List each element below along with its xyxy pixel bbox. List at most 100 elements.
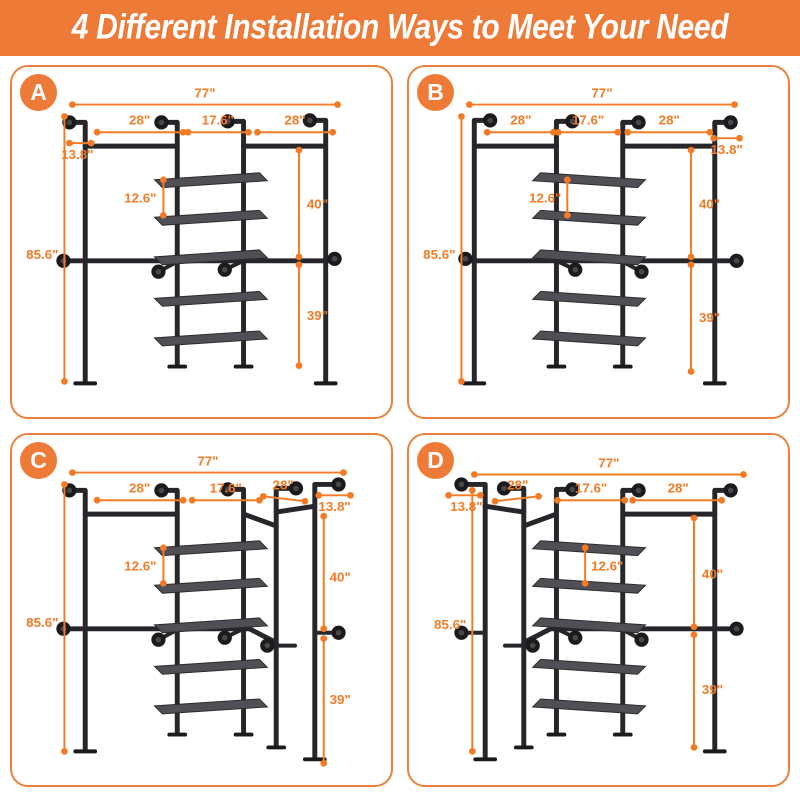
dimension-dot — [184, 128, 192, 136]
dim-upper-height: 40" — [320, 512, 351, 633]
dimension-dot — [315, 491, 323, 499]
dimension-dot — [555, 128, 562, 136]
dim-label-left-section: 28" — [129, 480, 150, 495]
dimension-dot — [259, 492, 267, 500]
dimension-dot — [470, 471, 478, 478]
panels-grid: 77" 28" 17.6" 28" 13.8" 85.6" 12.6" 40" … — [0, 56, 800, 796]
dim-label-rod-drop: 13.8" — [450, 499, 482, 514]
dimension-dot — [320, 635, 328, 643]
dim-total-height: 85.6" — [434, 487, 476, 755]
header-banner: 4 Different Installation Ways to Meet Yo… — [0, 0, 800, 56]
dim-shelf-spacing: 12.6" — [581, 544, 623, 587]
dim-lower-height: 39" — [690, 631, 723, 751]
dimension-dot — [295, 146, 303, 154]
dimension-dot — [301, 497, 309, 505]
pipe-rack-art-mirrored — [458, 113, 743, 383]
dimension-dot — [334, 101, 341, 108]
dimension-dot — [468, 748, 476, 755]
dimension-dot — [160, 544, 167, 552]
dim-label-rod-drop: 13.8" — [318, 499, 350, 514]
dimension-dot — [690, 514, 698, 522]
dim-label-left-section: 28" — [507, 477, 528, 492]
dim-right-section: 28" — [624, 112, 714, 136]
dimension-dot — [483, 128, 491, 136]
panel-a-diagram: 77" 28" 17.6" 28" 13.8" 85.6" 12.6" 40" … — [26, 86, 391, 417]
dim-label-right-section: 28" — [668, 480, 689, 495]
dim-shelf-spacing: 12.6" — [124, 176, 167, 219]
dim-label-total-width: 77" — [194, 86, 215, 101]
dim-label-shelf-spacing: 12.6" — [124, 558, 156, 573]
dimension-dot — [61, 481, 68, 488]
dim-rod-drop: 13.8" — [315, 491, 354, 514]
dimension-dot — [614, 128, 622, 136]
dim-upper-height: 40" — [295, 146, 328, 261]
dimension-dot — [160, 579, 167, 587]
dim-middle-section: 17.6" — [188, 480, 263, 504]
dimension-dot — [295, 362, 303, 369]
dimension-dot — [535, 492, 542, 500]
dimension-dot — [340, 469, 347, 476]
dimension-dot — [179, 496, 187, 504]
dim-label-middle-section: 17.6" — [210, 480, 242, 495]
dim-label-right-section: 28" — [659, 112, 680, 127]
dim-middle-section: 17.6" — [184, 112, 252, 136]
dimension-dot — [445, 491, 452, 499]
dim-lower-height: 39" — [295, 261, 328, 369]
panel-d-dimensions: 77" 28" 17.6" 28" 13.8" 85.6" 12.6" 40" … — [434, 456, 747, 755]
dimension-dot — [690, 631, 698, 639]
dim-shelf-spacing: 12.6" — [124, 544, 167, 587]
dim-middle-section: 17.6" — [555, 112, 622, 136]
panel-a-badge: A — [20, 74, 57, 111]
dim-label-total-height: 85.6" — [423, 247, 455, 262]
dimension-dot — [68, 469, 76, 476]
dimension-dot — [736, 134, 743, 142]
dimension-dot — [710, 134, 718, 142]
dimension-dot — [179, 128, 187, 136]
dim-label-rod-drop: 13.8" — [61, 147, 93, 162]
dim-total-height: 85.6" — [26, 481, 68, 755]
panel-d: 77" 28" 17.6" 28" 13.8" 85.6" 12.6" 40" … — [407, 433, 790, 787]
dimension-dot — [87, 139, 95, 147]
dimension-dot — [465, 101, 473, 108]
dimension-dot — [61, 378, 68, 385]
dimension-dot — [621, 496, 629, 504]
dim-left-section: 28" — [93, 480, 187, 504]
dim-label-total-width: 77" — [598, 456, 619, 471]
panel-b-badge: B — [417, 74, 454, 111]
dim-lower-height: 39" — [687, 261, 720, 375]
panel-a: 77" 28" 17.6" 28" 13.8" 85.6" 12.6" 40" … — [10, 65, 393, 419]
dim-label-lower-height: 39" — [330, 692, 351, 707]
dimension-dot — [320, 759, 328, 767]
dimension-dot — [581, 579, 589, 587]
dim-rod-drop: 13.8" — [445, 491, 484, 514]
dim-label-middle-section: 17.6" — [572, 112, 604, 127]
dim-left-section: 28" — [491, 477, 542, 505]
panel-b-dimensions: 77" 28" 17.6" 28" 13.8" 85.6" 12.6" 40" … — [423, 86, 743, 385]
dimension-dot — [329, 128, 336, 136]
dimension-dot — [93, 496, 101, 504]
dim-label-middle-section: 17.6" — [575, 480, 607, 495]
dim-label-total-width: 77" — [591, 86, 612, 101]
dim-label-left-section: 28" — [510, 112, 531, 127]
dim-total-width: 77" — [68, 454, 347, 476]
dimension-dot — [550, 128, 557, 136]
dimension-dot — [706, 128, 714, 136]
dimension-dot — [687, 368, 695, 375]
dim-label-upper-height: 40" — [702, 566, 723, 581]
dim-rod-drop: 13.8" — [61, 139, 95, 162]
dim-label-upper-height: 40" — [330, 569, 351, 584]
pipe-rack-corner-art — [56, 477, 345, 759]
dim-right-section: 28" — [254, 112, 336, 136]
dimension-dot — [629, 496, 637, 504]
dim-label-upper-height: 40" — [699, 196, 720, 211]
dim-label-shelf-spacing: 12.6" — [529, 190, 561, 205]
dimension-dot — [476, 491, 484, 499]
dim-upper-height: 40" — [690, 514, 723, 631]
dim-label-upper-height: 40" — [307, 196, 328, 211]
panel-a-dimensions: 77" 28" 17.6" 28" 13.8" 85.6" 12.6" 40" … — [26, 86, 341, 385]
panel-c: 77" 28" 17.6" 28" 13.8" 85.6" 12.6" 40" … — [10, 433, 393, 787]
dimension-dot — [690, 623, 698, 631]
dimension-dot — [740, 471, 747, 478]
panel-c-diagram: 77" 28" 17.6" 28" 13.8" 85.6" 12.6" 40" … — [26, 454, 354, 767]
dim-shelf-spacing: 12.6" — [529, 176, 571, 219]
